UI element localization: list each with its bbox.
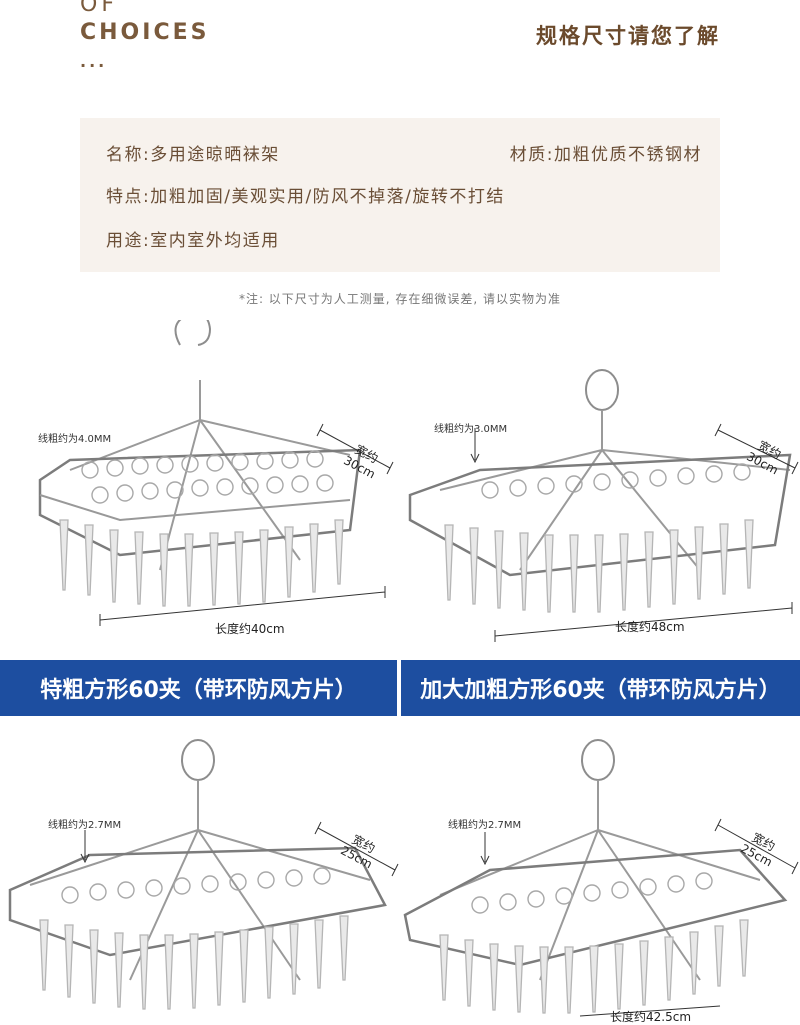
wire-thickness-label-2: 线粗约为3.0MM xyxy=(434,424,508,435)
product-banner-1: 特粗方形60夹（带环防风方片） xyxy=(0,660,397,716)
header-of: OF xyxy=(80,0,118,17)
sock-rack-image-1 xyxy=(38,320,394,626)
spec-usage: 用途:室内室外均适用 xyxy=(106,231,280,251)
length-label-4: 长度约42.5cm xyxy=(610,1010,692,1024)
sock-rack-image-2 xyxy=(408,369,799,642)
header-title: 规格尺寸请您了解 xyxy=(536,24,720,48)
length-label-2: 长度约48cm xyxy=(615,620,685,634)
measurement-note: *注: 以下尺寸为人工测量, 存在细微误差, 请以实物为准 xyxy=(238,292,562,306)
spec-name: 名称:多用途晾晒袜架 xyxy=(106,145,280,165)
product-card-3: 线粗约为2.7MM 宽约 25cm xyxy=(0,720,400,1018)
wire-thickness-label-3: 线粗约为2.7MM xyxy=(48,820,122,831)
length-label-1: 长度约40cm xyxy=(215,622,285,636)
wire-thickness-label-1: 线粗约为4.0MM xyxy=(38,434,112,445)
product-card-4: 线粗约为2.7MM 宽约 25cm 长度约42.5cm xyxy=(400,720,800,1024)
spec-features: 特点:加粗加固/美观实用/防风不掉落/旋转不打结 xyxy=(106,187,505,207)
product-card-2: 线粗约为3.0MM 宽约 30cm 长度约48cm xyxy=(400,320,800,660)
product-banner-2: 加大加粗方形60夹（带环防风方片） xyxy=(401,660,800,716)
spec-material: 材质:加粗优质不锈钢材 xyxy=(509,145,702,165)
product-card-1: 线粗约为4.0MM 宽约 30cm 长度约40cm xyxy=(0,320,400,660)
spec-box: 名称:多用途晾晒袜架 材质:加粗优质不锈钢材 特点:加粗加固/美观实用/防风不掉… xyxy=(80,118,720,272)
wire-thickness-label-4: 线粗约为2.7MM xyxy=(448,820,522,831)
sock-rack-image-3 xyxy=(8,739,399,1010)
header-choices: CHOICES xyxy=(80,20,210,45)
header-dots: ... xyxy=(80,52,108,71)
sock-rack-image-4 xyxy=(403,739,799,1017)
